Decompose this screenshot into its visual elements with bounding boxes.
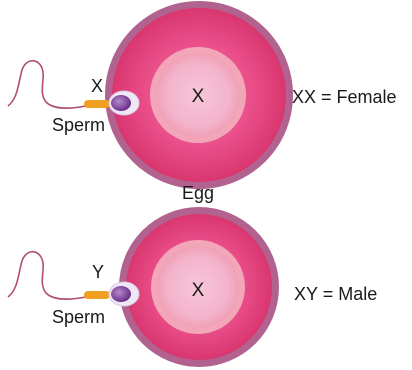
egg-label: Egg <box>182 183 214 203</box>
sperm-top-midpiece <box>84 100 110 108</box>
bottom-result-label: XY = Male <box>294 284 377 304</box>
egg-top-chromosome-label: X <box>192 86 205 107</box>
sperm-bottom-head <box>111 286 131 302</box>
sperm-bottom-midpiece <box>84 291 110 299</box>
sperm-bottom-chromosome-label: Y <box>92 262 104 282</box>
sperm-top-head <box>111 95 131 111</box>
sperm-bottom-label: Sperm <box>52 307 105 327</box>
egg-bottom-chromosome-label: X <box>192 280 205 301</box>
sperm-top-tail <box>8 61 86 108</box>
sperm-bottom-tail <box>8 252 86 299</box>
sperm-bottom: Y Sperm <box>8 252 139 327</box>
top-result-label: XX = Female <box>292 87 397 107</box>
egg-bottom: X <box>119 207 279 367</box>
sperm-top-label: Sperm <box>52 115 105 135</box>
sperm-top-chromosome-label: X <box>91 76 103 96</box>
